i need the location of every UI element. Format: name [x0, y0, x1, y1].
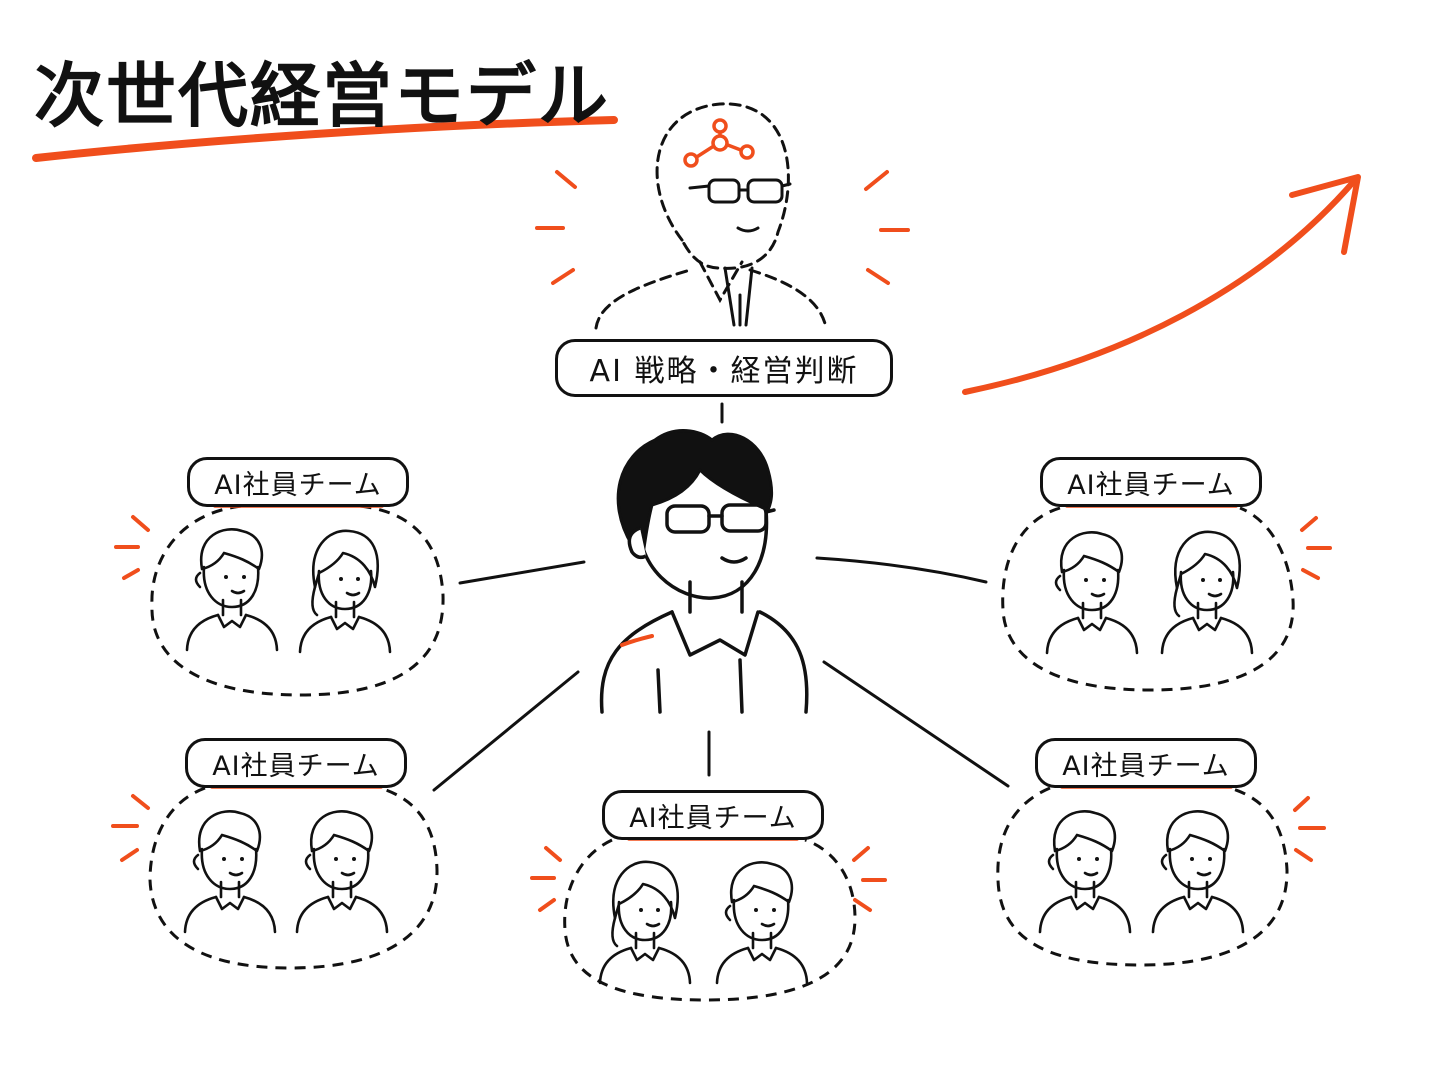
ai-strategy-label: AI 戦略・経営判断 [555, 339, 893, 397]
team-oval-top-left [150, 503, 445, 697]
central-manager-ear [627, 526, 647, 560]
team-label-bottom-right: AI社員チーム [1035, 738, 1257, 788]
ai-executive-figure [594, 102, 828, 330]
ai-rays [535, 170, 910, 285]
team-member-male [183, 810, 277, 934]
page-title: 次世代経営モデル [34, 55, 610, 137]
title-underline [32, 116, 618, 162]
team-member-male [1151, 810, 1245, 934]
ai-executive-face [688, 178, 792, 327]
team-label-bottom-center: AI社員チーム [602, 790, 824, 840]
team-oval-top-right [1001, 506, 1295, 692]
team-label-top-left: AI社員チーム [187, 457, 409, 507]
team-member-male [185, 528, 279, 652]
team-label-bottom-left: AI社員チーム [185, 738, 407, 788]
growth-arrow-icon [962, 174, 1361, 395]
team-ovals [148, 503, 1295, 1002]
central-manager-hair [616, 429, 774, 550]
connector-lines [432, 402, 1010, 792]
central-manager-figure [599, 503, 809, 714]
team-oval-bottom-right [996, 786, 1289, 967]
team-rays [111, 515, 1332, 912]
team-label-top-right: AI社員チーム [1040, 457, 1262, 507]
team-oval-bottom-center [563, 838, 857, 1002]
ai-network-icon [683, 118, 755, 168]
team-oval-bottom-left [148, 786, 439, 970]
team-member-male [1038, 810, 1132, 934]
team-member-female [298, 529, 392, 654]
team-member-female [1160, 530, 1254, 655]
team-member-male [1045, 531, 1139, 655]
team-member-female [598, 860, 692, 985]
team-member-male [715, 861, 809, 985]
team-member-male [295, 810, 389, 934]
